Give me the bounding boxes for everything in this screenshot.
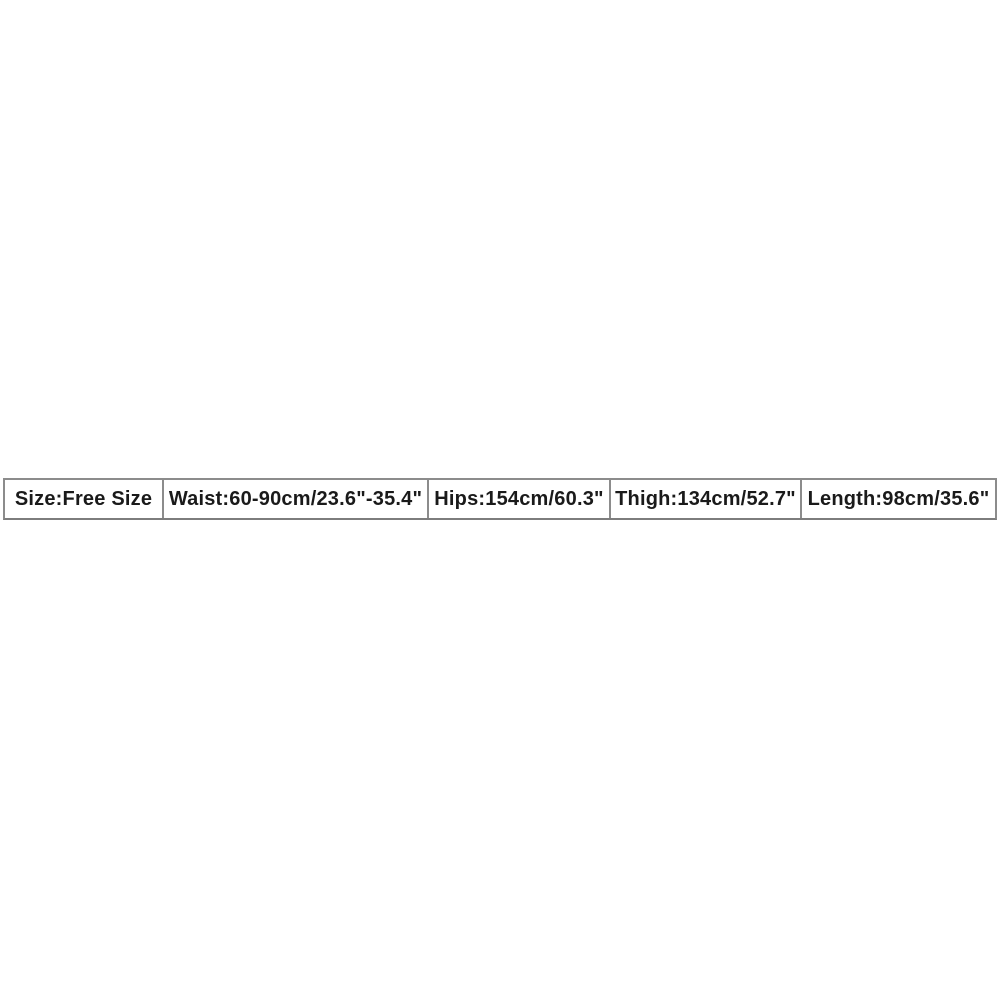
waist-cell: Waist:60-90cm/23.6"-35.4" <box>162 480 427 518</box>
hips-cell: Hips:154cm/60.3" <box>427 480 609 518</box>
thigh-cell: Thigh:134cm/52.7" <box>609 480 800 518</box>
size-cell: Size:Free Size <box>14 487 153 510</box>
length-cell: Length:98cm/35.6" <box>800 480 995 518</box>
size-chart-table: Size:Free Size Waist:60-90cm/23.6"-35.4"… <box>3 478 997 520</box>
